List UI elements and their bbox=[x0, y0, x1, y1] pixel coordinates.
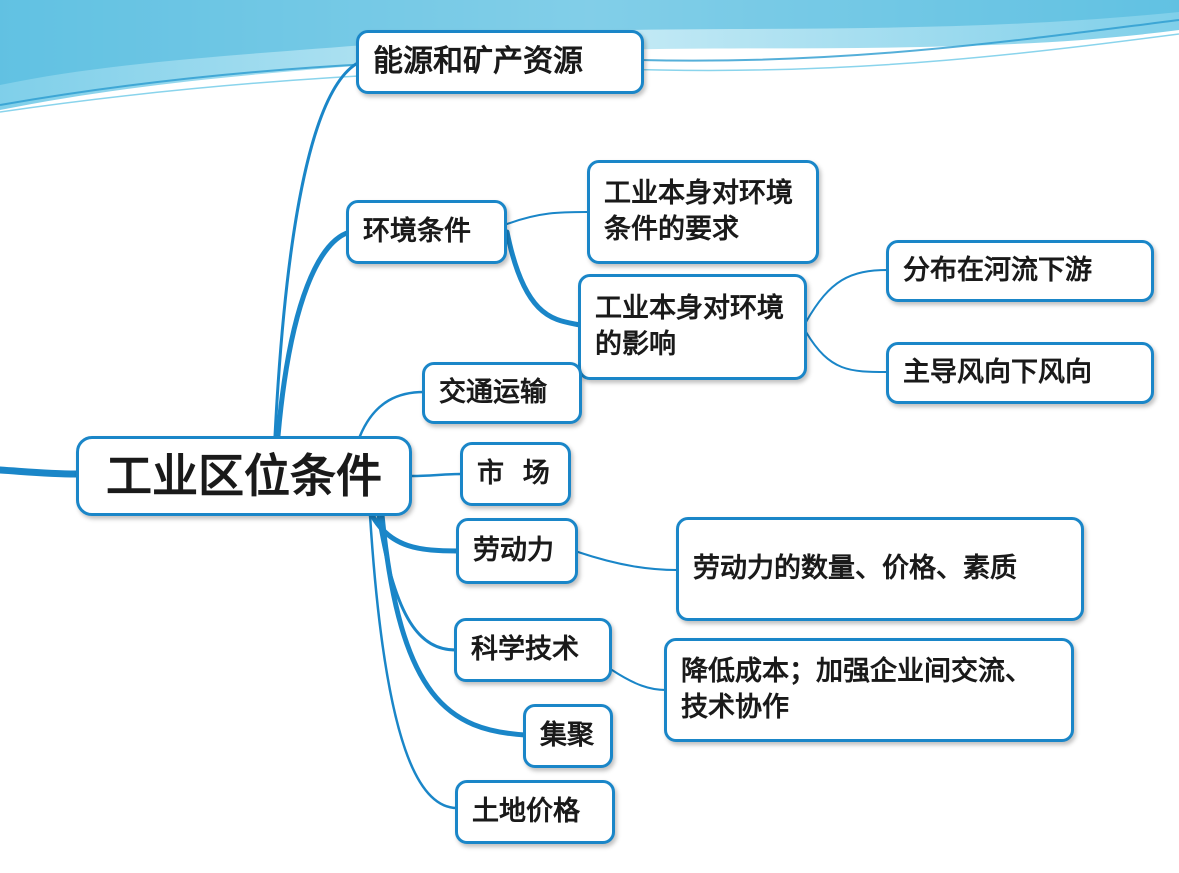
node-transport: 交通运输 bbox=[422, 362, 582, 424]
node-labor-detail: 劳动力的数量、价格、素质 bbox=[676, 517, 1084, 621]
node-downstream: 分布在河流下游 bbox=[886, 240, 1154, 302]
node-market: 市 场 bbox=[460, 442, 571, 506]
node-labor: 劳动力 bbox=[456, 518, 578, 584]
node-technology-detail: 降低成本；加强企业间交流、技术协作 bbox=[664, 638, 1074, 742]
node-env-requirement: 工业本身对环境条件的要求 bbox=[587, 160, 819, 264]
node-energy-resources: 能源和矿产资源 bbox=[356, 30, 644, 94]
node-land-price: 土地价格 bbox=[455, 780, 615, 844]
node-env-impact: 工业本身对环境的影响 bbox=[578, 274, 807, 380]
central-topic: 工业区位条件 bbox=[76, 436, 412, 516]
node-environment: 环境条件 bbox=[346, 200, 507, 264]
node-agglomeration: 集聚 bbox=[523, 704, 613, 768]
node-downwind: 主导风向下风向 bbox=[886, 342, 1154, 404]
node-technology: 科学技术 bbox=[454, 618, 612, 682]
